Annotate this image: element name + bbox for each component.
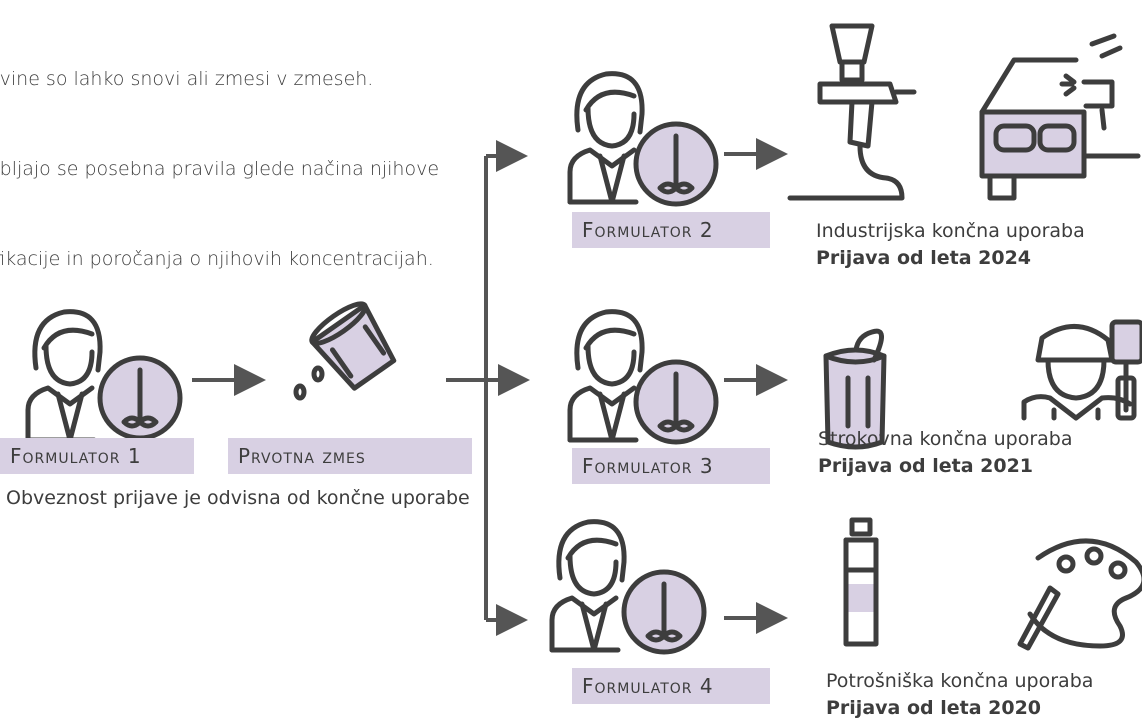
formulator-1-label: Formulator 1 <box>0 438 194 474</box>
palette-icon <box>1017 538 1142 651</box>
deadline-label: Prijava od leta 2020 <box>826 697 1042 719</box>
painter-icon <box>1021 319 1142 421</box>
formulator-2-icon <box>570 74 716 204</box>
deadline-label: Prijava od leta 2021 <box>818 455 1034 477</box>
intro-line: abljajo se posebna pravila glede načina … <box>0 158 440 180</box>
formulator-3-icon <box>570 312 716 442</box>
consumer-use: Potrošniška končna uporaba Prijava od le… <box>826 668 1093 720</box>
paint-bucket-icon <box>293 301 397 401</box>
use-label: Strokovna končna uporaba <box>818 428 1073 450</box>
formulator-4-icon <box>552 522 704 652</box>
paint-can-icon <box>823 328 887 450</box>
professional-use: Strokovna končna uporaba Prijava od leta… <box>818 426 1073 480</box>
formulator-3-label: Formulator 3 <box>572 448 770 484</box>
deadline-label: Prijava od leta 2024 <box>816 247 1032 269</box>
car-painting-icon <box>979 33 1141 201</box>
use-label: Potrošniška končna uporaba <box>826 670 1094 692</box>
use-label: Industrijska končna uporaba <box>816 220 1085 242</box>
initial-mixture-label: Prvotna zmes <box>228 438 472 474</box>
obligation-note: Obveznost prijave je odvisna od končne u… <box>6 487 470 509</box>
intro-text: avine so lahko snovi ali zmesi v zmeseh.… <box>0 4 560 304</box>
formulator-1-icon <box>28 312 180 440</box>
intro-line: ifikacije in poročanja o njihovih koncen… <box>0 248 434 270</box>
paint-tube-icon <box>843 517 879 647</box>
spray-gun-icon <box>787 23 917 201</box>
industrial-use: Industrijska končna uporaba Prijava od l… <box>816 218 1085 272</box>
formulator-2-label: Formulator 2 <box>572 212 770 248</box>
formulator-4-label: Formulator 4 <box>572 668 770 704</box>
intro-line: avine so lahko snovi ali zmesi v zmeseh. <box>0 68 374 90</box>
